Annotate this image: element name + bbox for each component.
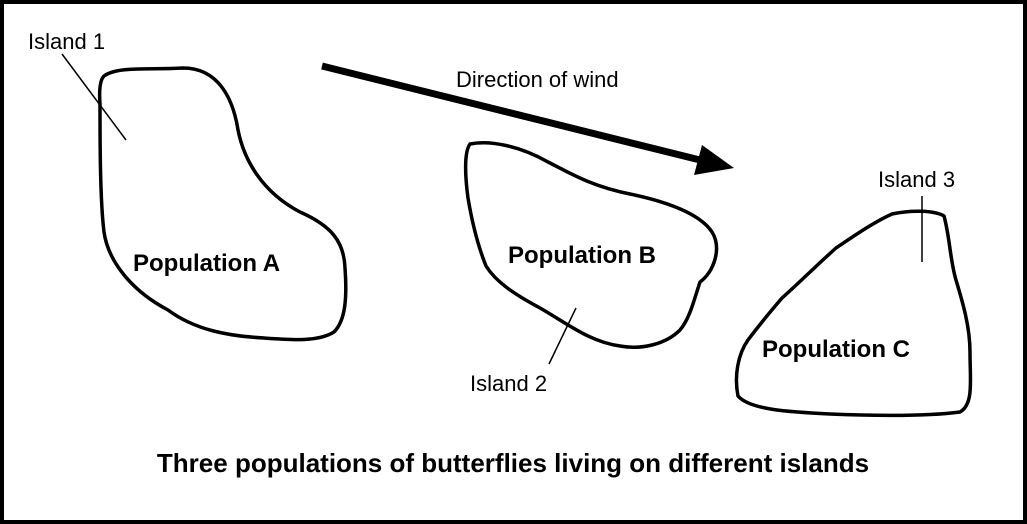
island-1-outline <box>97 66 348 342</box>
population-b-label: Population B <box>508 242 656 269</box>
wind-label: Direction of wind <box>456 67 619 92</box>
wind-arrow-shaft <box>321 62 701 164</box>
wind-arrow-head <box>694 145 734 175</box>
island-1-label: Island 1 <box>28 29 105 54</box>
population-c-label: Population C <box>762 336 910 363</box>
population-a-label: Population A <box>133 250 280 277</box>
island-2-label: Island 2 <box>470 371 547 396</box>
island-2-outline <box>463 141 719 349</box>
island-3-label: Island 3 <box>878 167 955 192</box>
diagram-caption: Three populations of butterflies living … <box>157 448 869 478</box>
island-2-leader-line <box>548 307 577 365</box>
island-1-leader-line <box>61 53 127 141</box>
island-3-outline <box>734 209 973 418</box>
